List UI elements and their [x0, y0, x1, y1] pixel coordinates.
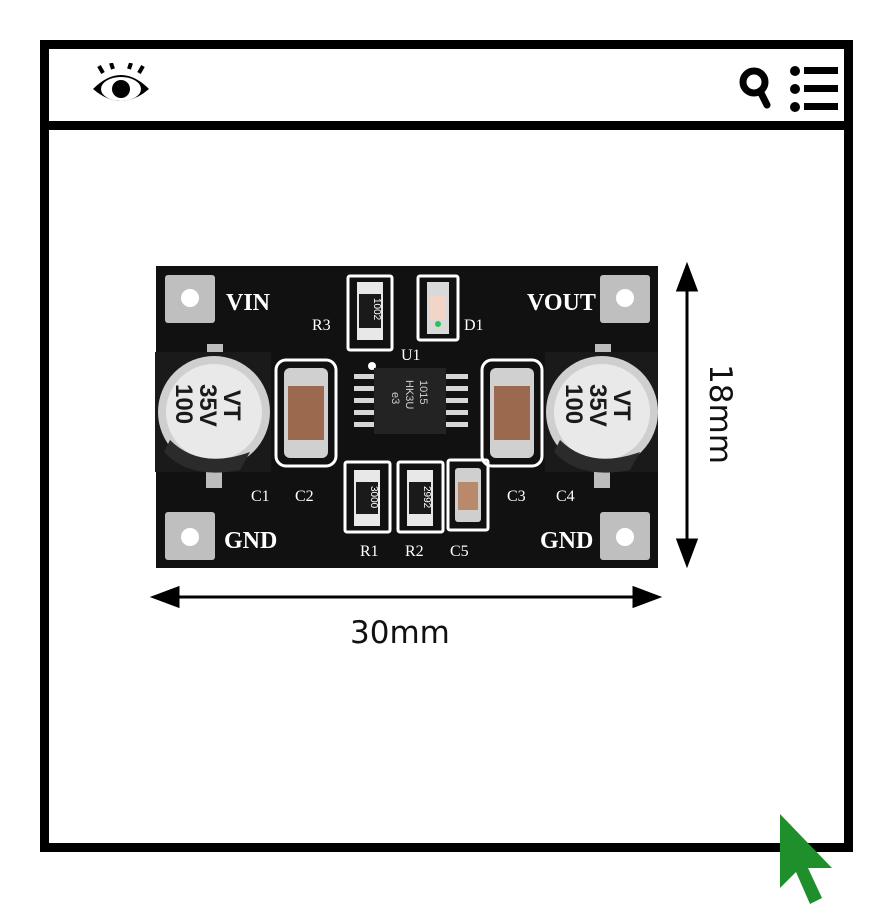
width-label: 30mm	[350, 615, 450, 651]
led-d1	[427, 282, 449, 334]
svg-text:100: 100	[170, 384, 197, 424]
label-c3: C3	[507, 488, 526, 505]
height-label: 18mm	[702, 364, 738, 464]
svg-text:2992: 2992	[421, 486, 432, 509]
resistor-r3: 1002	[357, 282, 383, 340]
label-c4: C4	[556, 488, 575, 505]
svg-text:e3: e3	[389, 392, 401, 404]
ic-u1: 1015 HK3U e3	[354, 368, 468, 434]
electrolytic-capacitor-c1: 100 35V VT	[155, 344, 271, 488]
svg-text:3000: 3000	[368, 486, 379, 509]
svg-text:HK3U: HK3U	[403, 380, 415, 409]
label-r1: R1	[360, 543, 379, 560]
capacitor-c5	[455, 468, 481, 522]
svg-text:1002: 1002	[371, 298, 382, 321]
label-c1: C1	[251, 488, 270, 505]
svg-text:VT: VT	[218, 390, 245, 421]
height-dimension-arrow	[675, 261, 699, 569]
height-label-wrap: 18mm	[700, 356, 740, 476]
label-r2: R2	[405, 543, 424, 560]
capacitor-c2	[284, 368, 328, 458]
toolbar	[49, 49, 844, 130]
label-vout: VOUT	[527, 290, 596, 316]
svg-text:1015: 1015	[417, 380, 429, 404]
label-r3: R3	[312, 317, 331, 334]
label-d1: D1	[464, 317, 484, 334]
search-icon[interactable]	[739, 67, 775, 109]
label-gnd-left: GND	[224, 528, 277, 554]
eye-icon[interactable]	[89, 63, 153, 107]
svg-text:VT: VT	[608, 390, 635, 421]
label-gnd-right: GND	[540, 528, 593, 554]
capacitor-c3	[490, 368, 534, 458]
svg-text:35V: 35V	[194, 384, 221, 427]
label-u1: U1	[401, 347, 421, 364]
svg-text:35V: 35V	[584, 384, 611, 427]
label-vin: VIN	[226, 290, 271, 316]
resistor-r1: 3000	[354, 470, 380, 526]
electrolytic-capacitor-c4: 100 35V VT	[545, 344, 658, 488]
resistor-r2: 2992	[407, 470, 433, 526]
width-dimension-arrow	[149, 585, 663, 609]
list-menu-icon[interactable]	[789, 65, 839, 113]
cursor-arrow-icon	[780, 814, 832, 904]
label-c2: C2	[295, 488, 314, 505]
label-c5: C5	[450, 543, 469, 560]
svg-text:100: 100	[560, 384, 587, 424]
